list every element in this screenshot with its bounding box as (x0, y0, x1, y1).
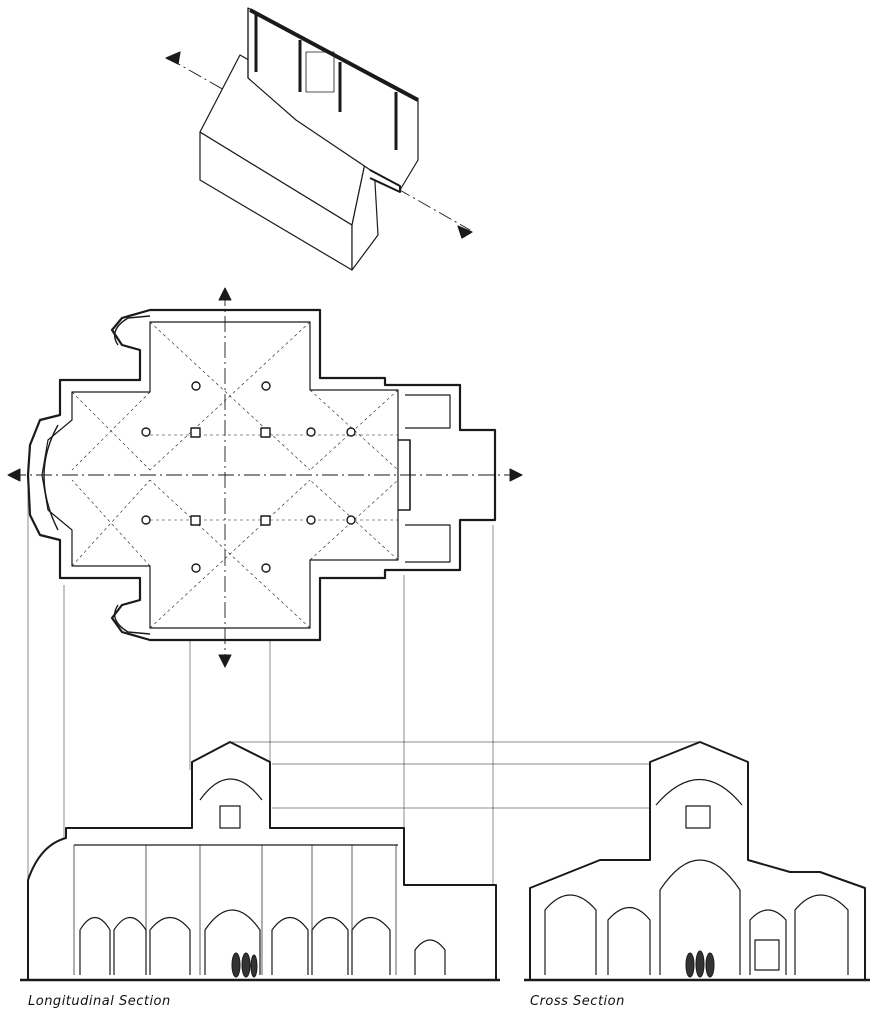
cross-section-outline (529, 741, 866, 981)
longitudinal-section-label: Longitudinal Section (28, 994, 171, 1009)
apse-north (114, 315, 151, 346)
cross-section-figures (685, 950, 715, 978)
cross-section (524, 741, 870, 982)
plan-columns (141, 381, 356, 573)
longitudinal-section (20, 741, 500, 982)
axonometric-cutaway-view (165, 7, 473, 271)
apse-west (43, 424, 59, 531)
floor-plan (7, 287, 523, 668)
long-section-figures (231, 952, 258, 978)
cross-section-label: Cross Section (530, 994, 625, 1009)
apse-south (114, 604, 151, 635)
axon-cut-arrow-top (165, 51, 181, 65)
plan-outline (26, 308, 497, 642)
axon-cut-arrow-bottom (457, 225, 473, 239)
